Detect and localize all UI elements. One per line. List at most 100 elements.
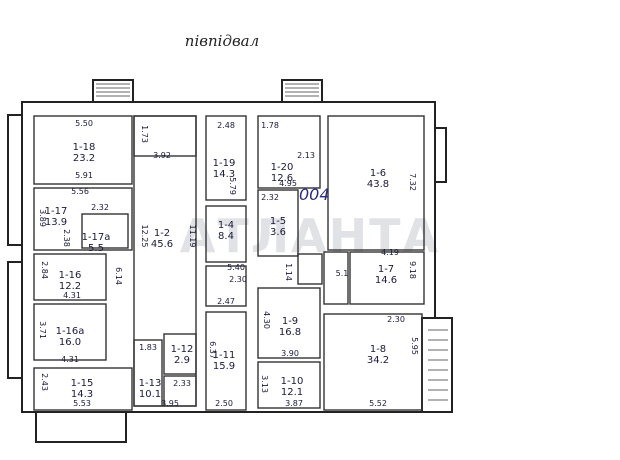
dimension-label: 5.91 bbox=[75, 171, 93, 180]
room-area-label: 5.5 bbox=[88, 243, 104, 254]
room-box-service-2 bbox=[323, 251, 349, 305]
room-id-label: 1-17а bbox=[82, 232, 111, 243]
room-box-1-12 bbox=[163, 333, 197, 375]
room-box-1-16 bbox=[33, 253, 107, 301]
room-box-1-6 bbox=[327, 115, 425, 251]
dimension-label: 4.30 bbox=[262, 311, 271, 329]
dimension-label: 5.95 bbox=[410, 337, 419, 355]
dimension-label: 2.32 bbox=[91, 203, 109, 212]
right-bay bbox=[435, 127, 447, 183]
dimension-label: 1.78 bbox=[261, 121, 279, 130]
dimension-label: 3.87 bbox=[285, 399, 303, 408]
room-id-label: 1-8 bbox=[370, 344, 386, 355]
room-id-label: 1-15 bbox=[71, 378, 94, 389]
dimension-label: 3.90 bbox=[281, 349, 299, 358]
room-id-label: 1-10 bbox=[281, 376, 304, 387]
room-box-1-10 bbox=[257, 361, 321, 409]
room-box-1-7 bbox=[349, 251, 425, 305]
room-id-label: 1-13 bbox=[139, 378, 162, 389]
dimension-label: 3.13 bbox=[260, 375, 269, 393]
dimension-label: 3.92 bbox=[153, 151, 171, 160]
room-box-1-8 bbox=[323, 313, 423, 411]
room-id-label: 1-16а bbox=[56, 326, 85, 337]
room-area-label: 8.4 bbox=[218, 231, 234, 242]
room-box-1-15 bbox=[33, 367, 133, 411]
bottom-bay bbox=[35, 412, 127, 443]
dimension-label: 5.40 bbox=[227, 263, 245, 272]
left-bay-bottom bbox=[7, 261, 22, 379]
room-box-1-17 bbox=[33, 187, 133, 251]
room-id-label: 1-6 bbox=[370, 168, 386, 179]
dimension-label: 2.50 bbox=[215, 399, 233, 408]
dimension-label: 2.30 bbox=[229, 275, 247, 284]
room-box-1-9 bbox=[257, 287, 321, 359]
dimension-label: 4.95 bbox=[279, 179, 297, 188]
stair-hatching bbox=[96, 83, 448, 401]
room-id-label: 1-11 bbox=[213, 350, 236, 361]
stair-cell bbox=[163, 375, 197, 407]
room-box-1-3 bbox=[205, 265, 247, 307]
stair-bay-top-right bbox=[281, 79, 323, 102]
stair-bay-top-left bbox=[92, 79, 134, 102]
room-id-label: 1-9 bbox=[282, 316, 298, 327]
room-box-1-5 bbox=[257, 189, 299, 257]
room-box-1-19 bbox=[205, 115, 247, 201]
room-area-label: 23.2 bbox=[73, 153, 95, 164]
room-area-label: 15.9 bbox=[213, 361, 235, 372]
room-box-1-16a bbox=[33, 303, 107, 361]
dimension-label: 3.71 bbox=[38, 321, 47, 339]
dimension-label: 2.48 bbox=[217, 121, 235, 130]
dimension-label: 2.33 bbox=[173, 379, 191, 388]
room-area-label: 10.1 bbox=[139, 389, 161, 400]
dimension-label: 2.32 bbox=[261, 193, 279, 202]
room-area-label: 14.3 bbox=[213, 169, 235, 180]
dimension-label: 5.79 bbox=[228, 177, 237, 195]
room-box-1-4 bbox=[205, 205, 247, 263]
room-id-label: 1-19 bbox=[213, 158, 236, 169]
room-box-1-17a bbox=[81, 213, 129, 249]
room-id-label: 1-16 bbox=[59, 270, 82, 281]
dimension-label: 4.19 bbox=[381, 248, 399, 257]
inner-walls bbox=[33, 115, 425, 411]
dimension-label: 12.25 bbox=[140, 225, 149, 248]
dimension-label: 4.31 bbox=[61, 355, 79, 364]
stair-bay-bottom-right bbox=[422, 317, 453, 413]
dimension-label: 5.1 bbox=[336, 269, 349, 278]
dimension-label: 2.38 bbox=[62, 229, 71, 247]
dimension-label: 5.56 bbox=[71, 187, 89, 196]
dimension-label: 1.83 bbox=[139, 343, 157, 352]
room-box-service bbox=[297, 253, 323, 285]
room-area-label: 12.2 bbox=[59, 281, 81, 292]
room-id-label: 1-2 bbox=[154, 228, 170, 239]
dimension-label: 6.37 bbox=[208, 341, 217, 359]
room-area-label: 43.8 bbox=[367, 179, 389, 190]
dimension-label: 11.19 bbox=[188, 225, 197, 248]
room-area-label: 12.1 bbox=[281, 387, 303, 398]
room-id-label: 1-18 bbox=[73, 142, 96, 153]
dimension-label: 3.89 bbox=[38, 209, 47, 227]
room-area-label: 2.9 bbox=[174, 355, 190, 366]
room-area-label: 12.6 bbox=[271, 173, 293, 184]
dimension-label: 4.31 bbox=[63, 291, 81, 300]
room-id-label: 1-7 bbox=[378, 264, 394, 275]
room-box-1-2-top bbox=[133, 115, 197, 157]
room-id-label: 1-20 bbox=[271, 162, 294, 173]
room-area-label: 3.6 bbox=[270, 227, 286, 238]
room-id-label: 1-5 bbox=[270, 216, 286, 227]
dimension-label: 5.50 bbox=[75, 119, 93, 128]
room-area-label: 34.2 bbox=[367, 355, 389, 366]
dimension-label: 7.32 bbox=[408, 173, 417, 191]
dimension-label: 2.47 bbox=[217, 297, 235, 306]
room-box-1-18 bbox=[33, 115, 133, 185]
room-area-label: 14.6 bbox=[375, 275, 397, 286]
room-area-label: 16.8 bbox=[279, 327, 301, 338]
room-id-label: 1-17 bbox=[45, 206, 68, 217]
dimension-label: 6.14 bbox=[114, 267, 123, 285]
room-box-1-13 bbox=[133, 339, 163, 407]
dimension-label: 5.52 bbox=[369, 399, 387, 408]
dimension-labels: 5.505.913.922.485.791.782.134.955.563.89… bbox=[38, 119, 419, 408]
dimension-label: 2.84 bbox=[40, 261, 49, 279]
dimension-label: 1.14 bbox=[284, 263, 293, 281]
